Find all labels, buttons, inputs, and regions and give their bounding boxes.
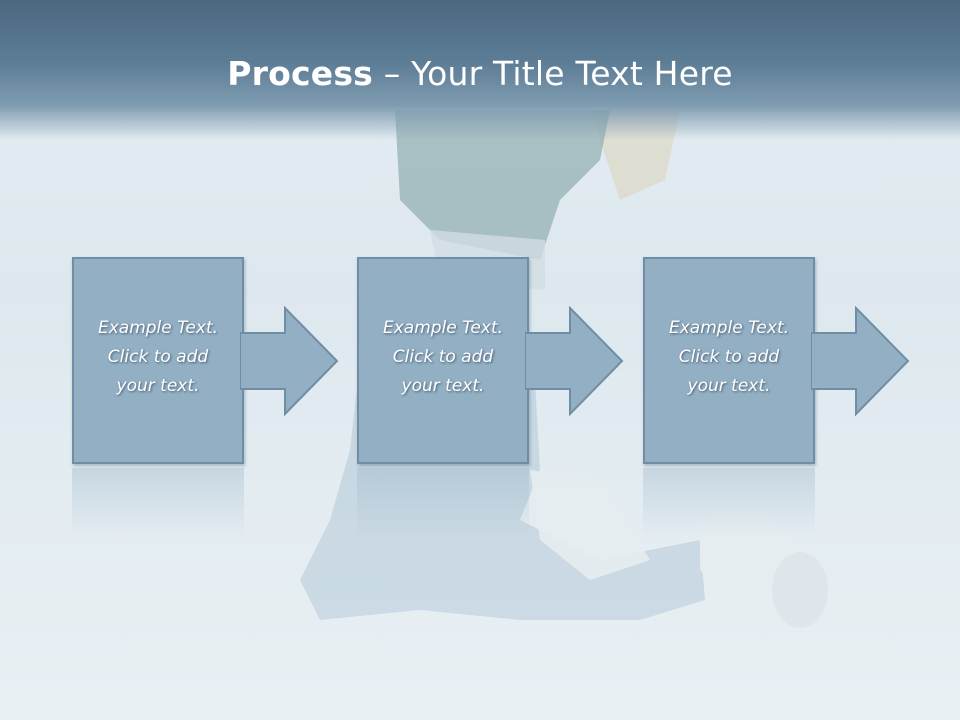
header-band [0,0,960,140]
arrow-right-icon [811,306,910,416]
process-step-2-box[interactable]: Example Text. Click to add your text. [357,257,529,464]
arrow-right-icon [525,306,624,416]
process-step-2-reflection [357,468,529,538]
process-step-3-reflection [643,468,815,538]
title-bold-part: Process [227,54,374,93]
title-rest-part: – Your Title Text Here [373,54,733,93]
slide-title[interactable]: Process – Your Title Text Here [0,52,960,96]
process-step-3-text: Example Text. Click to add your text. [668,318,790,396]
process-step-1-box[interactable]: Example Text. Click to add your text. [72,257,244,464]
process-step-2-text: Example Text. Click to add your text. [382,318,504,396]
process-step-1-reflection [72,468,244,538]
process-step-3-box[interactable]: Example Text. Click to add your text. [643,257,815,464]
process-step-1-text: Example Text. Click to add your text. [97,318,219,396]
arrow-right-icon [240,306,339,416]
